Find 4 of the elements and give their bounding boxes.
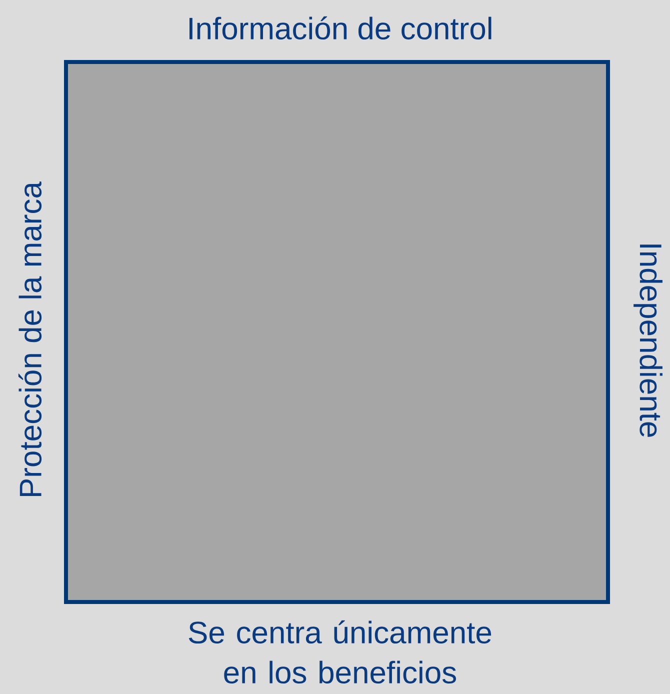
side-label: Se centra únicamente en los beneficios (188, 620, 492, 684)
side-label: Protección de la marca (18, 182, 42, 496)
side-label: Información de control (190, 16, 492, 40)
side-label: Independiente (634, 244, 662, 437)
